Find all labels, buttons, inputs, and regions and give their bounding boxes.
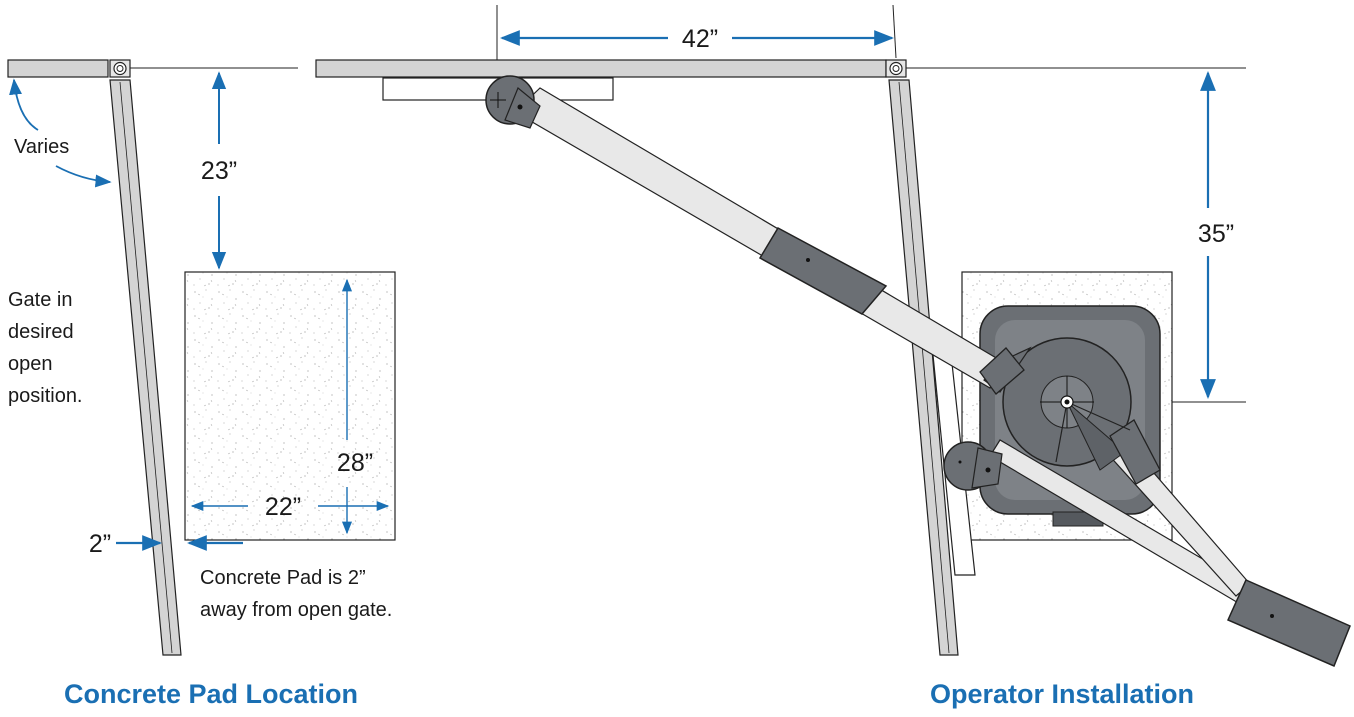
angle-label: Varies [14,136,69,158]
dim-top-label: 23” [201,157,237,185]
fence-bar-right [315,59,887,78]
pad-note: Concrete Pad is 2” away from open gate. [200,567,392,621]
gate-note: Gate in desired open position. [8,289,83,407]
dim-height-label: 28” [337,449,373,477]
svg-text:Gate in: Gate in [8,289,72,311]
open-gate-leaf-right [888,79,959,656]
fence-bar [7,59,109,78]
drive-wheel [979,337,1161,485]
dim-width-label: 22” [265,493,301,521]
upper-arm-sleeve [758,227,888,315]
right-caption: Operator Installation [930,679,1194,709]
svg-text:Concrete Pad is 2”: Concrete Pad is 2” [200,567,366,589]
svg-text:desired: desired [8,321,74,343]
left-panel: Varies Gate in desired open position. 23… [7,59,396,709]
lower-arm-sleeve [1227,579,1351,667]
svg-text:position.: position. [8,385,83,407]
dim-horizontal-label: 42” [682,25,718,53]
concrete-pad [184,271,396,541]
extension-line-right [892,4,897,59]
open-gate-leaf [109,79,182,656]
upper-arm [485,75,1004,389]
hinge-icon [109,59,131,78]
hinge-icon [885,59,907,78]
svg-text:open: open [8,353,53,375]
dim-vertical-label: 35” [1198,220,1234,248]
dim-gap-label: 2” [89,530,111,558]
angle-arrow-bottom [55,165,112,188]
right-panel: 42” 35” Operator Installation [315,4,1351,709]
left-caption: Concrete Pad Location [64,679,358,709]
angle-arrow-top [9,78,39,131]
svg-text:away from open gate.: away from open gate. [200,599,392,621]
